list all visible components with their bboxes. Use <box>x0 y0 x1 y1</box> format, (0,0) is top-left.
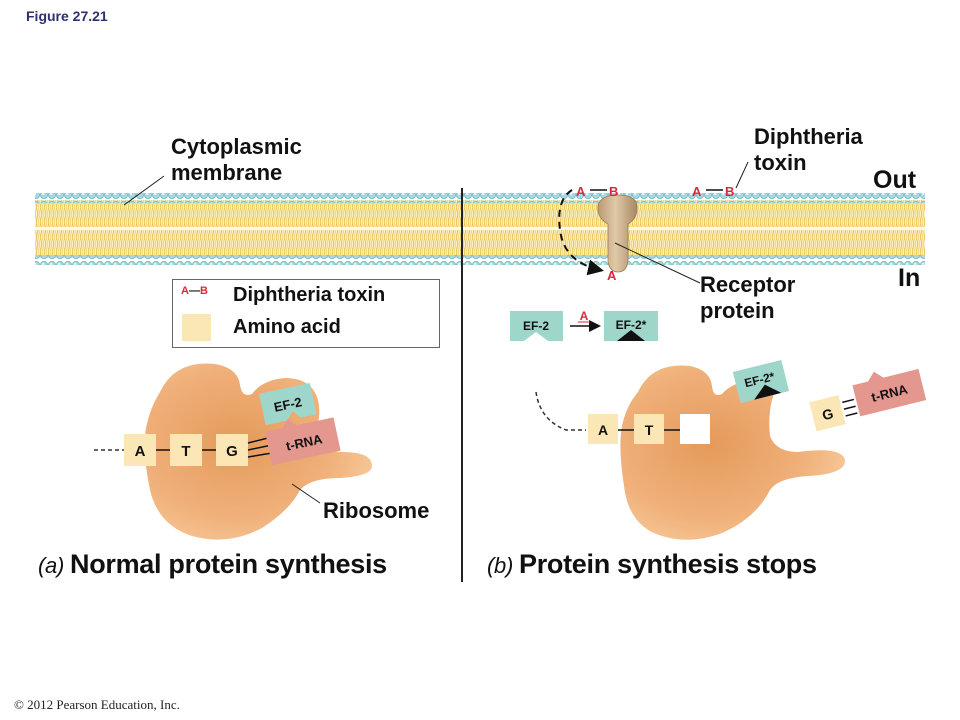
reactant-ef2: EF-2 <box>523 319 549 333</box>
toxin-fragment-a: A <box>607 268 617 283</box>
svg-text:EF-2: EF-2 <box>273 394 304 415</box>
ef2-star-b: EF-2* <box>732 359 790 404</box>
toxin-free-b: B <box>725 184 734 199</box>
product-ef2-star: EF-2* <box>616 318 647 332</box>
receptor-protein-label: Receptor protein <box>700 272 795 324</box>
ef2-a: EF-2 <box>259 382 317 426</box>
diphtheria-toxin-label: Diphtheria toxin <box>754 124 863 176</box>
codon-chain-a: A T G <box>124 434 248 466</box>
codon-b2: T <box>645 422 654 438</box>
codon-chain-b: A T <box>588 414 710 444</box>
label-line-2: protein <box>700 298 775 323</box>
toxin-free: A B <box>692 184 734 199</box>
codon-b1: A <box>598 422 608 438</box>
toxin-bound-a: A <box>576 184 586 199</box>
reaction-ef2: EF-2 A EF-2* <box>510 309 658 341</box>
toxin-bound: A B <box>576 184 618 199</box>
translocation-arrow <box>558 189 604 276</box>
codon-a1: A <box>135 443 146 460</box>
cytoplasmic-membrane-label: Cytoplasmic membrane <box>171 134 302 186</box>
label-line-1: Diphtheria <box>754 124 863 149</box>
ribosome-b <box>620 365 846 540</box>
codon-a3: G <box>226 443 238 460</box>
label-line-2: toxin <box>754 150 807 175</box>
caption-b: (b)Protein synthesis stops <box>487 549 817 580</box>
caption-b-marker: (b) <box>487 553 513 578</box>
toxin-leader-line <box>735 161 749 189</box>
empty-codon-slot <box>680 414 710 444</box>
label-line-2: membrane <box>171 160 283 185</box>
caption-a-marker: (a) <box>38 553 64 578</box>
ribosome-leader-line <box>291 483 321 504</box>
reaction-catalyst-a: A <box>580 309 589 323</box>
figure-label: Figure 27.21 <box>26 8 108 24</box>
legend-toxin-symbol: A—B <box>181 285 208 297</box>
out-label: Out <box>873 166 917 194</box>
label-line-1: Receptor <box>700 272 796 297</box>
trna-a: t-RNA <box>265 417 341 466</box>
cytoplasmic-membrane <box>35 193 925 265</box>
membrane-leader-line <box>123 175 165 206</box>
copyright: © 2012 Pearson Education, Inc. <box>14 697 180 712</box>
legend-amino-acid-label: Amino acid <box>233 316 341 338</box>
receptor-leader-line <box>614 242 701 284</box>
legend: A—B Diphtheria toxin Amino acid <box>172 279 440 348</box>
ribosome-a <box>144 363 372 540</box>
caption-b-title: Protein synthesis stops <box>519 549 817 579</box>
mrna-dashed-b <box>535 391 586 431</box>
ribosome-label: Ribosome <box>323 498 430 523</box>
caption-a-title: Normal protein synthesis <box>70 549 387 579</box>
toxin-bound-b: B <box>609 184 618 199</box>
label-line-1: Cytoplasmic <box>171 134 302 159</box>
codon-a2: T <box>181 443 190 460</box>
legend-amino-acid-swatch <box>182 314 211 341</box>
in-label: In <box>898 264 921 292</box>
free-trna-b: G t-RNA <box>809 368 927 432</box>
receptor-protein <box>597 194 638 273</box>
legend-toxin-label: Diphtheria toxin <box>233 284 386 306</box>
caption-a: (a)Normal protein synthesis <box>38 549 387 580</box>
free-codon-g: G <box>821 405 836 423</box>
toxin-free-a: A <box>692 184 702 199</box>
